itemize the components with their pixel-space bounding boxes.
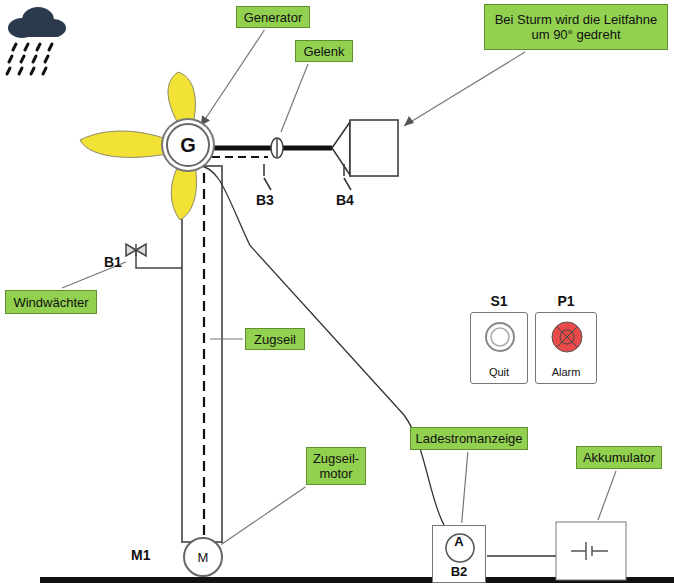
callout-box: Bei Sturm wird die Leitfahne um 90° gedr… [484, 4, 668, 50]
connector [198, 165, 444, 525]
limit-switches [264, 164, 351, 190]
device-label: B3 [256, 192, 274, 208]
vane-tail [332, 122, 350, 175]
callout-box: Zugseil- motor [306, 447, 366, 485]
device-label: M1 [131, 547, 150, 563]
node-text: Alarm [552, 366, 581, 378]
push-button: S1Quit [470, 312, 528, 384]
joint [271, 138, 283, 158]
wind-sensor [126, 244, 182, 268]
device-tag: S1 [471, 293, 527, 309]
connector [203, 173, 205, 536]
ammeter: A B2 [432, 525, 486, 583]
node-text: Windwächter [13, 295, 88, 310]
leader-lines [62, 52, 616, 520]
callout-box: Generator [236, 6, 310, 28]
callout-box: Windwächter [5, 290, 97, 314]
device-tag: P1 [536, 293, 596, 309]
motor-symbol: M [183, 537, 223, 577]
callout-box: Ladestromanzeige [410, 427, 528, 450]
node-text: Zugseil [254, 332, 296, 347]
node-text: G [180, 134, 196, 157]
callout-box: Zugseil [245, 328, 305, 350]
rain-cloud [7, 7, 66, 74]
node-text: Gelenk [303, 44, 344, 59]
node-text: M [198, 550, 209, 565]
node-text: Generator [244, 10, 303, 25]
callout-box: Gelenk [295, 40, 353, 62]
rope-end [212, 156, 268, 158]
node-text: A [454, 534, 463, 549]
device-label: B4 [336, 192, 354, 208]
storm-arrow-head [404, 116, 414, 126]
battery-housing [556, 522, 626, 580]
node-text: Quit [489, 366, 509, 378]
connector [221, 487, 305, 545]
node-text: Ladestromanzeige [416, 431, 523, 446]
generator-symbol: G [166, 123, 210, 167]
tower [182, 166, 222, 542]
node-text: Zugseil- motor [311, 451, 361, 481]
node-text: Akkumulator [583, 450, 655, 465]
battery-symbol [571, 542, 608, 560]
node-text: Bei Sturm wird die Leitfahne um 90° gedr… [489, 12, 663, 42]
connector [201, 30, 264, 125]
alarm-lamp: P1Alarm [535, 312, 597, 384]
node-text: B2 [451, 564, 468, 579]
connector [462, 452, 468, 523]
callout-box: Akkumulator [576, 446, 662, 469]
device-label: B1 [104, 254, 122, 270]
guide-vane [350, 120, 398, 176]
wire [487, 555, 556, 557]
